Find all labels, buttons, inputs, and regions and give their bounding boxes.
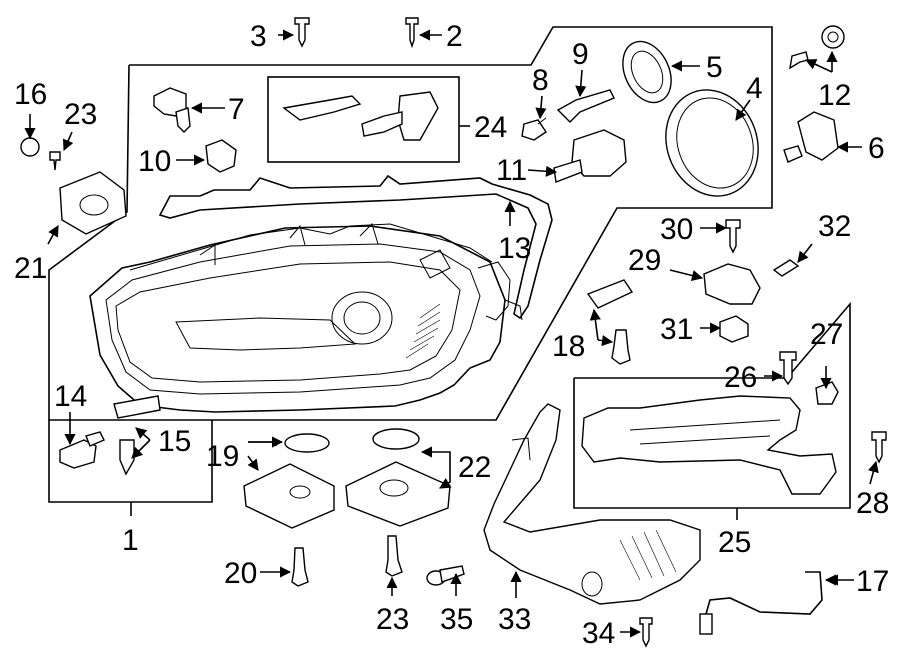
callout-35: 35 (440, 603, 473, 636)
mounting-bracket-25 (581, 395, 837, 495)
cover-cap-4 (665, 89, 759, 197)
bulb-9 (556, 89, 615, 123)
callout-15: 15 (158, 425, 191, 458)
callout-17: 17 (856, 565, 889, 598)
nut-31 (719, 315, 749, 343)
socket-11 (553, 129, 627, 183)
assembly-boundary (48, 26, 773, 516)
callout-29: 29 (628, 244, 661, 277)
bracket-29 (703, 263, 761, 305)
callout-6: 6 (868, 132, 885, 165)
bulb-6 (783, 111, 839, 163)
callout-22: 22 (458, 451, 491, 484)
seal-strip (158, 174, 553, 320)
screw-2 (405, 17, 419, 49)
callout-9: 9 (572, 38, 589, 71)
screw-28 (871, 431, 887, 464)
screw-23-top (49, 151, 61, 171)
callout-26: 26 (724, 361, 757, 394)
callout-8: 8 (532, 64, 549, 97)
mounting-bracket-box (573, 301, 851, 520)
screw-26 (779, 351, 797, 386)
callout-28: 28 (856, 487, 889, 520)
callout-24: 24 (474, 111, 507, 144)
callout-20: 20 (224, 557, 257, 590)
callout-5: 5 (706, 51, 723, 84)
callout-14: 14 (54, 380, 87, 413)
socket-8 (521, 117, 547, 141)
ballast-19 (243, 433, 335, 529)
ballast-22 (345, 428, 451, 527)
callout-12: 12 (818, 79, 851, 112)
headlamp-housing (89, 223, 523, 413)
callout-13: 13 (498, 232, 531, 265)
clip-10 (205, 139, 237, 173)
nut-12 (821, 25, 845, 49)
callout-3: 3 (250, 20, 267, 53)
drl-strip (405, 303, 441, 359)
sensor-14 (59, 431, 105, 469)
callout-1: 1 (122, 524, 139, 557)
callout-10: 10 (138, 145, 171, 178)
screw-34 (639, 617, 653, 648)
callout-30: 30 (660, 213, 693, 246)
screw-3 (294, 17, 310, 48)
callout-31: 31 (660, 313, 693, 346)
callout-19: 19 (206, 440, 239, 473)
callout-25: 25 (718, 526, 751, 559)
connector-15 (113, 395, 161, 476)
wire-harness-17 (699, 571, 823, 635)
callout-32: 32 (818, 210, 851, 243)
callout-4: 4 (746, 72, 763, 105)
leader-lines (24, 29, 879, 638)
screw-30 (725, 219, 741, 254)
callout-23-bottom: 23 (376, 603, 409, 636)
callout-2: 2 (446, 20, 463, 53)
bracket-kit-box (267, 76, 470, 163)
screw-12 (789, 51, 809, 70)
bracket-kit-parts (282, 91, 439, 141)
callout-21: 21 (14, 252, 47, 285)
screw-20 (291, 547, 309, 587)
callout-11: 11 (496, 154, 527, 187)
callout-34: 34 (582, 617, 615, 650)
cap-ring-5 (622, 40, 672, 104)
nut-16 (20, 137, 40, 157)
callout-18: 18 (552, 330, 585, 363)
callout-27: 27 (810, 318, 843, 351)
callout-23-top: 23 (64, 98, 97, 131)
callout-labels: 1 2 3 4 5 6 7 8 9 10 11 12 13 14 15 16 1… (14, 20, 889, 650)
control-module-21 (59, 171, 127, 235)
screw-32 (772, 259, 800, 277)
callout-16: 16 (14, 78, 47, 111)
clip-27 (815, 381, 839, 405)
bracket-33 (483, 403, 701, 605)
bolt-35 (426, 565, 465, 586)
callout-7: 7 (228, 93, 245, 126)
bulb-7 (153, 87, 191, 133)
sensor-18 (586, 279, 634, 365)
callout-33: 33 (498, 603, 531, 636)
screw-23-bottom (385, 535, 403, 577)
